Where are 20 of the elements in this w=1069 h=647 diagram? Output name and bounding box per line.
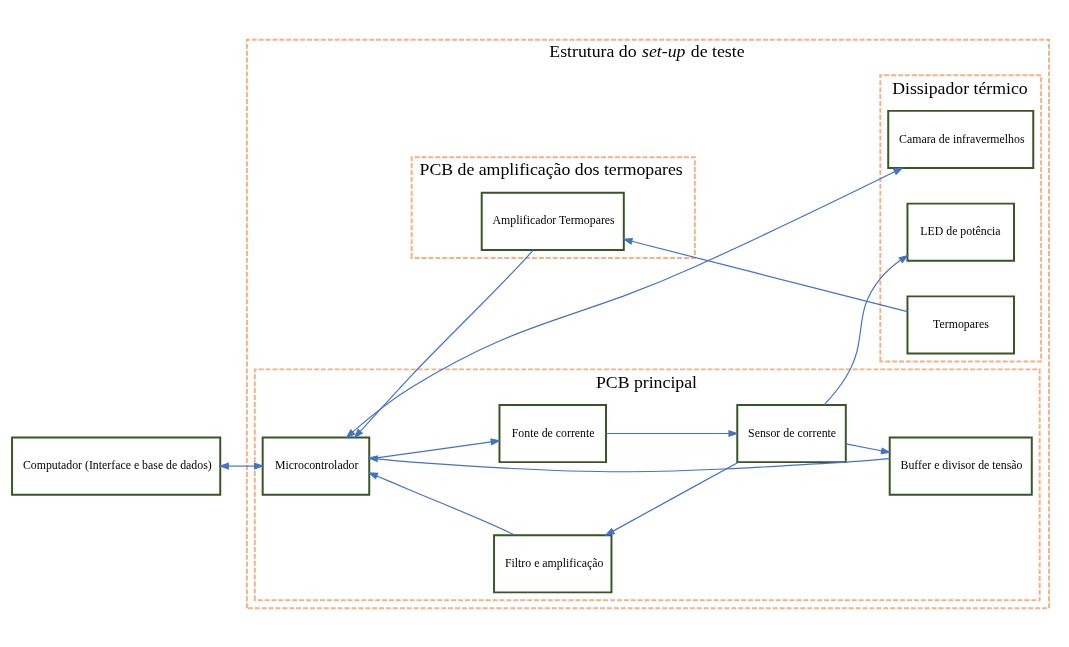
node-box: Fonte de corrente: [498, 403, 607, 463]
arrow: [345, 166, 904, 439]
arrow: [845, 442, 892, 454]
node-box: LED de potência: [906, 202, 1015, 262]
arrow: [353, 249, 534, 439]
node-box: Camara de infravermelhos: [887, 109, 1035, 169]
node-box: Sensor de corrente: [736, 403, 847, 463]
node-box: Computador (Interface e base de dados): [11, 436, 222, 496]
arrow: [605, 429, 739, 437]
arrow: [367, 454, 891, 472]
arrow: [218, 462, 265, 470]
arrow: [622, 237, 909, 312]
arrow: [604, 461, 739, 536]
node-box: Amplificador Termopares: [480, 191, 625, 251]
node-box: Filtro e amplificação: [493, 533, 613, 593]
node-box: Termopares: [906, 294, 1015, 355]
arrow: [367, 471, 516, 536]
node-box: Buffer e divisor de tensão: [888, 436, 1033, 496]
arrow: [823, 254, 909, 405]
node-box: Microcontrolador: [261, 436, 371, 496]
